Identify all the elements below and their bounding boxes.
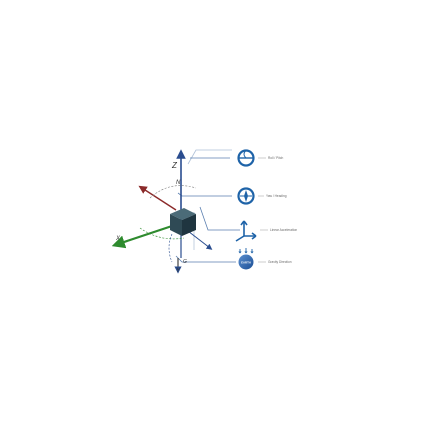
earth-text: EARTH (241, 261, 251, 265)
legend-label-gravity-direction: Gravity Direction (268, 260, 292, 264)
x-axis-label: X (115, 236, 121, 242)
rotation-arc-3 (168, 233, 173, 263)
roll-pitch-icon (237, 149, 255, 167)
n-axis-label: N (176, 180, 181, 186)
g-axis-label: G (183, 259, 187, 265)
connector-upper (187, 149, 232, 165)
x-axis-line (111, 222, 179, 249)
z-axis-label: Z (171, 161, 178, 170)
y-axis-label: Y (176, 268, 181, 274)
legend: Roll / Pitch Yaw / Heading Linear Accele… (258, 156, 297, 264)
sensor-cube (170, 208, 196, 236)
n-axis-line (138, 185, 177, 211)
legend-label-linear-acceleration: Linear Acceleration (270, 228, 297, 232)
linear-acceleration-icon (235, 220, 257, 242)
connector-accel (199, 206, 240, 231)
connector-lines (175, 149, 240, 263)
rotation-arc-2 (139, 227, 185, 240)
rotation-arc-1 (149, 185, 197, 199)
connector-yaw (177, 192, 232, 197)
gravity-earth-icon: EARTH (238, 248, 254, 270)
yaw-heading-icon (237, 187, 255, 205)
sensor-axes (111, 149, 213, 274)
legend-label-yaw-heading: Yaw / Heading (266, 194, 287, 198)
legend-label-roll-pitch: Roll / Pitch (268, 156, 283, 160)
